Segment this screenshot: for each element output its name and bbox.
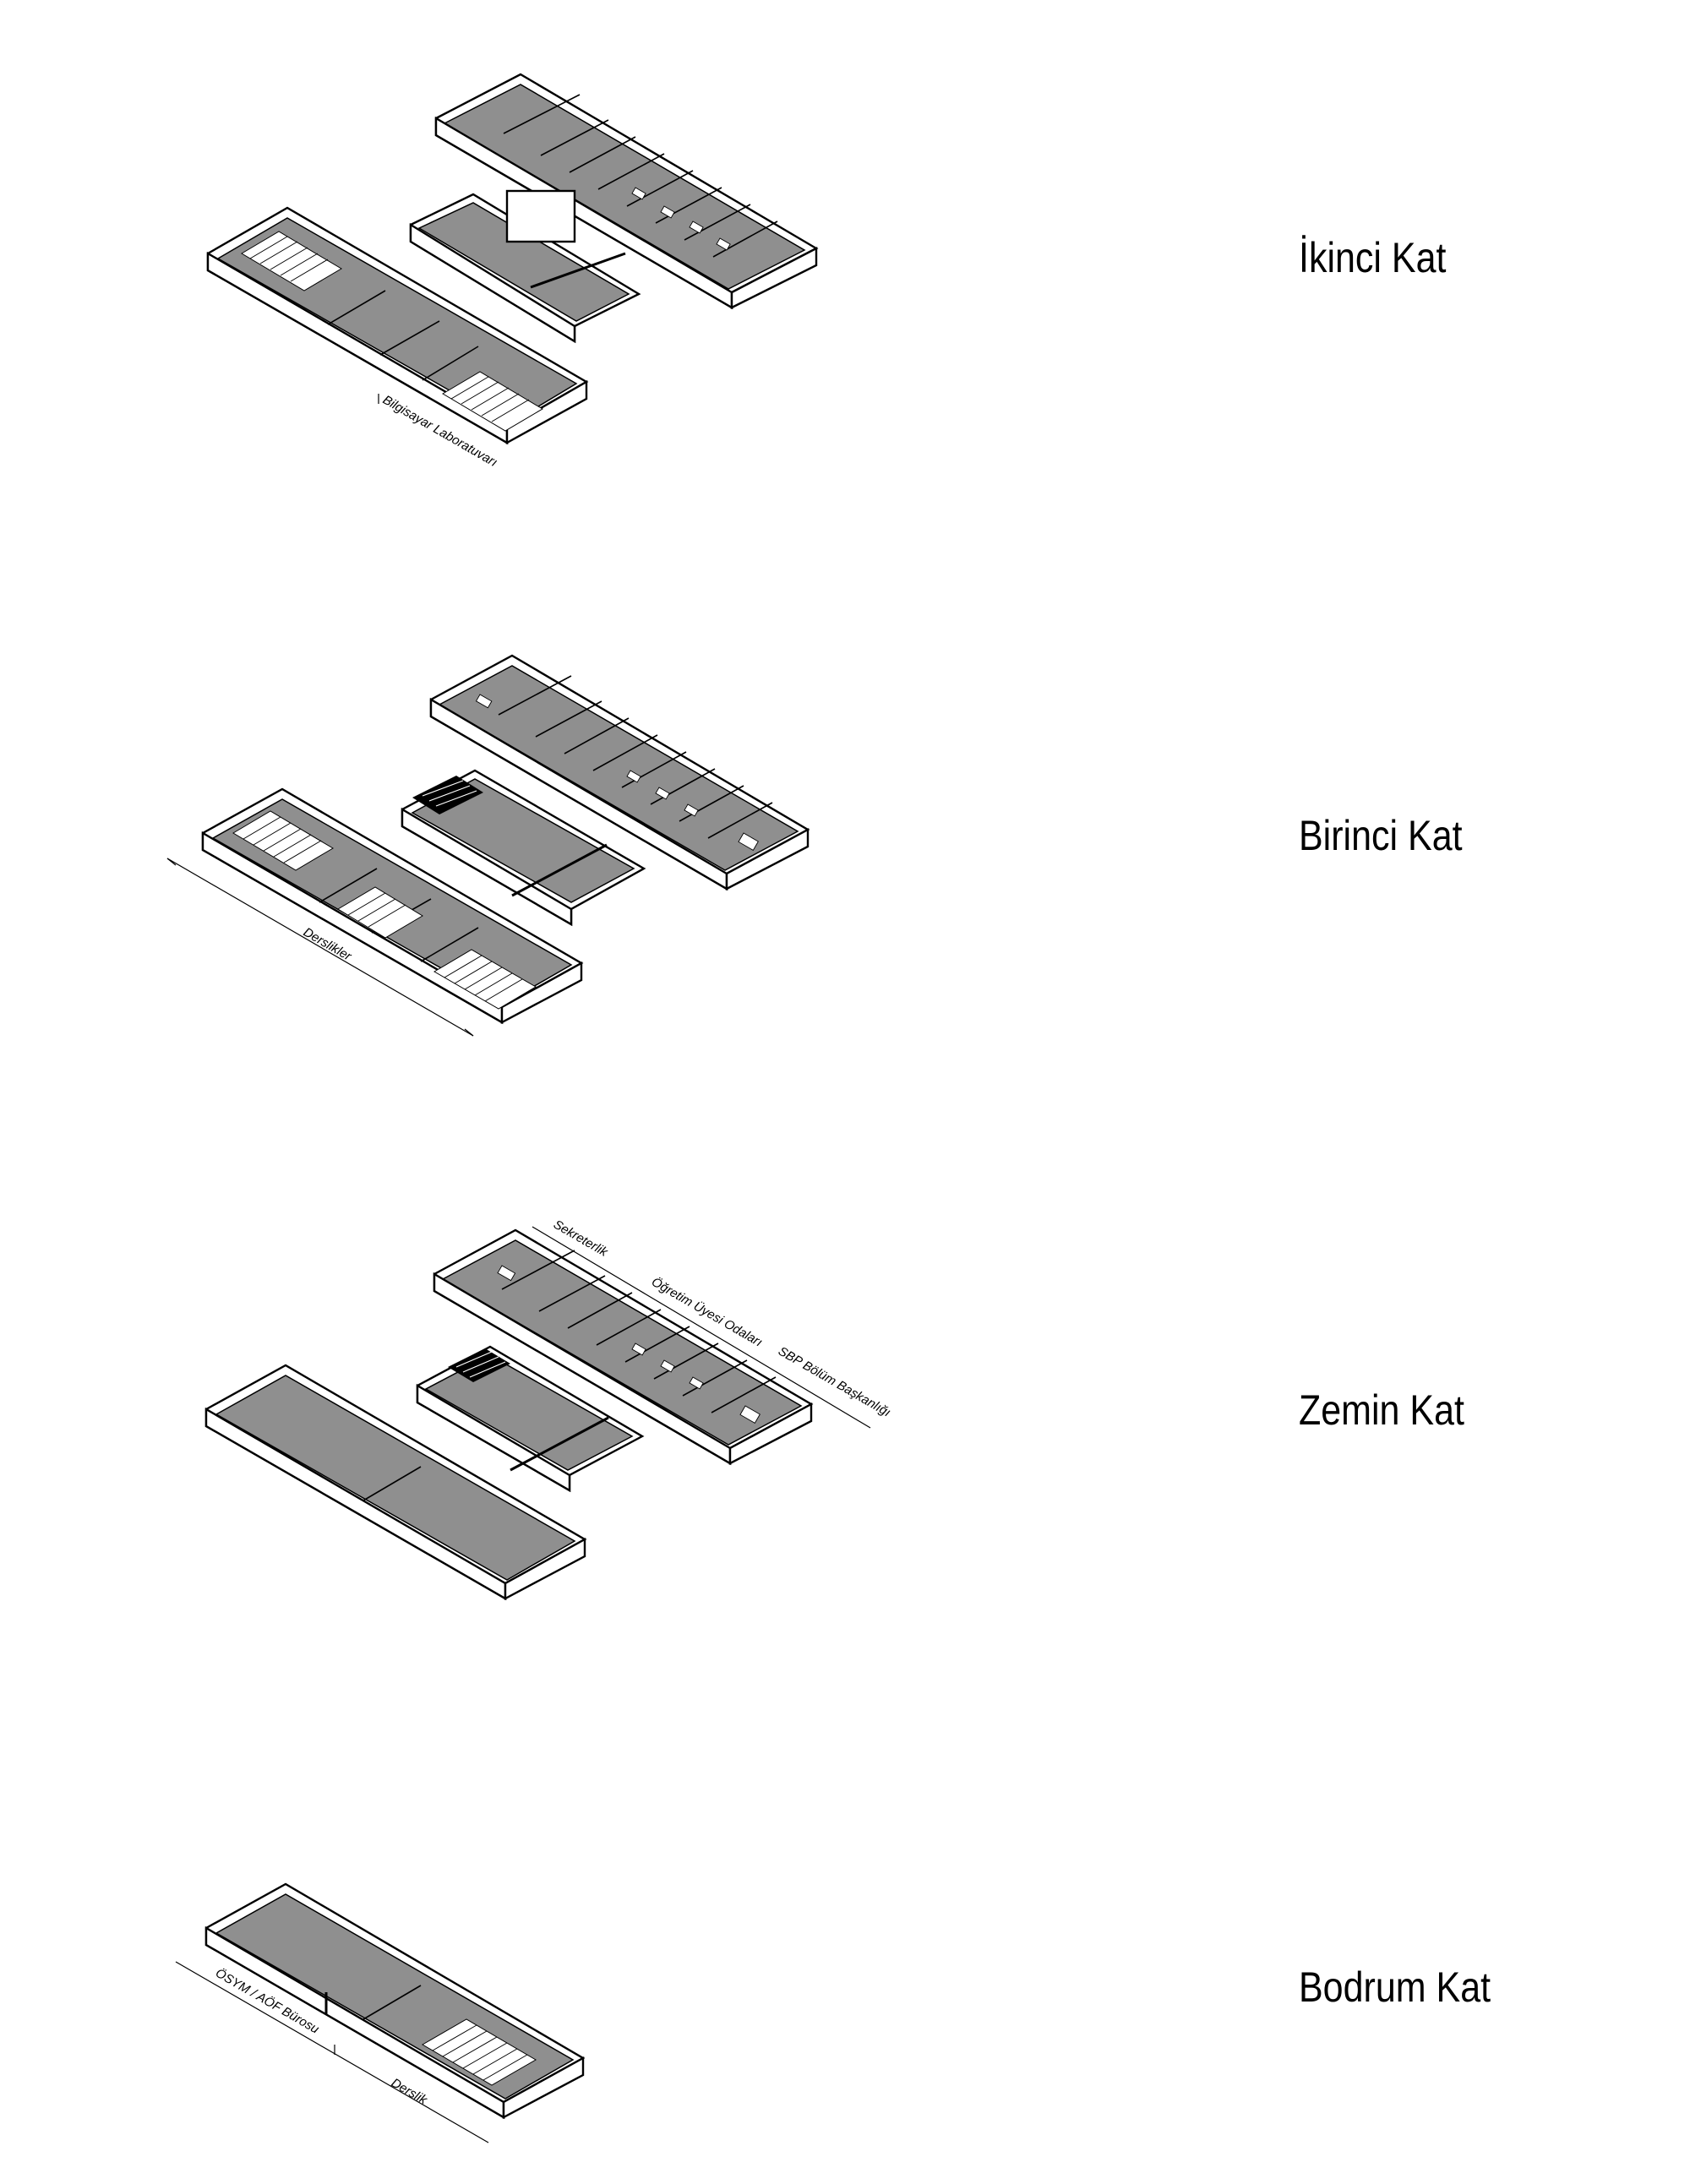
ground-floor-office-wing bbox=[433, 1228, 814, 1466]
ground-floor-drawing bbox=[204, 1228, 814, 1601]
second-floor-lab-wing bbox=[206, 206, 589, 445]
first-floor-classroom-desks bbox=[232, 810, 537, 1010]
label-secretariat: Sekreterlik bbox=[551, 1217, 611, 1261]
basement-drawing bbox=[204, 1882, 586, 2120]
first-floor-office-desks bbox=[475, 694, 759, 852]
floor-title-first: Birinci Kat bbox=[1299, 812, 1463, 859]
basement-classroom-desks bbox=[422, 2018, 537, 2086]
first-floor-dimension bbox=[166, 858, 474, 1037]
floor-title-ground: Zemin Kat bbox=[1299, 1386, 1464, 1434]
second-floor-office-desks bbox=[631, 187, 731, 251]
label-basement-classroom: Derslik bbox=[389, 2076, 430, 2108]
floor-title-basement: Bodrum Kat bbox=[1299, 1963, 1491, 2011]
ground-floor-stair bbox=[448, 1348, 510, 1382]
floor-title-second: İkinci Kat bbox=[1299, 234, 1447, 281]
ground-floor-office-desks bbox=[497, 1265, 760, 1424]
second-floor-office-wing bbox=[434, 73, 819, 310]
second-floor-drawing: Bilgisayar Laboratuvarı bbox=[206, 73, 819, 470]
first-floor-classroom-wing bbox=[201, 787, 584, 1025]
first-floor-stair bbox=[412, 776, 483, 814]
ground-floor-left-wing bbox=[204, 1364, 587, 1601]
first-floor-core bbox=[401, 769, 646, 927]
second-floor-core bbox=[409, 189, 641, 344]
first-floor-office-wing bbox=[429, 654, 810, 891]
computer-lab-desks bbox=[241, 231, 543, 432]
first-floor-drawing: Derslikler bbox=[166, 654, 810, 1037]
ground-floor-core bbox=[416, 1345, 645, 1493]
